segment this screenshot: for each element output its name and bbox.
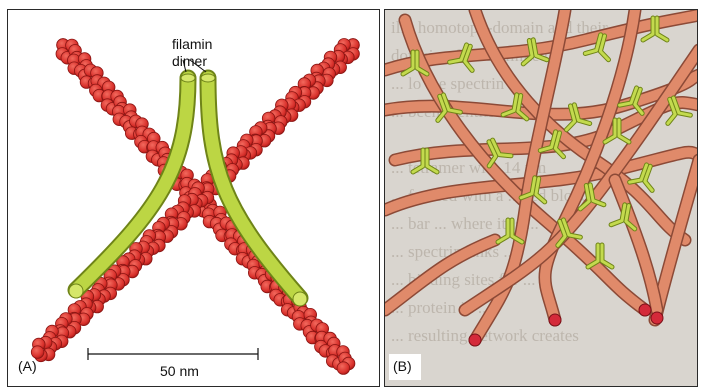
actin-monomer	[31, 346, 44, 359]
scale-bar	[88, 348, 258, 360]
callout-line1: filamin	[172, 36, 212, 53]
scale-bar-label: 50 nm	[160, 363, 199, 379]
filament-end	[469, 334, 481, 346]
actin-filament	[655, 160, 698, 320]
callout-line2: dimer	[172, 53, 212, 70]
actin-network	[385, 10, 698, 346]
panel-a-label: (A)	[18, 358, 37, 374]
panel-a: filamin dimer 50 nm (A)	[7, 9, 380, 387]
filament-end	[639, 304, 651, 316]
panel-b-illustration	[385, 10, 698, 387]
filamin-dimer-callout: filamin dimer	[172, 36, 212, 70]
actin-monomer	[337, 362, 350, 375]
panel-b-label: (B)	[393, 358, 412, 374]
filament-end	[549, 314, 561, 326]
filament-end	[651, 312, 663, 324]
